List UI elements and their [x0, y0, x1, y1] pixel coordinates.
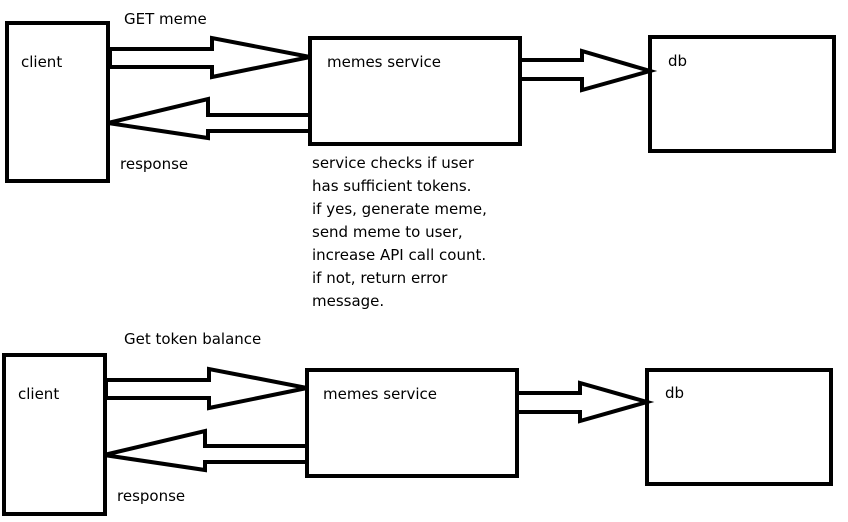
note-line: increase API call count.: [312, 246, 487, 264]
memes-service-box-2: [305, 368, 519, 478]
client-label-1: client: [21, 53, 63, 71]
memes-service-box-1: [308, 36, 522, 146]
note-line: has sufficient tokens.: [312, 177, 472, 195]
memes-service-label-2: memes service: [323, 385, 437, 403]
note-line: if yes, generate meme,: [312, 200, 487, 218]
note-line: message.: [312, 292, 385, 310]
db-label-1: db: [668, 52, 688, 70]
db-box-2: [645, 368, 833, 486]
db-label-2: db: [665, 384, 685, 402]
client-label-2: client: [18, 385, 60, 403]
request-label-1: GET meme: [124, 10, 207, 28]
db-box-1: [648, 35, 836, 153]
note-line: send meme to user,: [312, 223, 463, 241]
db-arrow-1: [520, 48, 658, 93]
response-arrow-1: [107, 96, 310, 141]
response-label-1: response: [120, 155, 189, 173]
memes-service-label-1: memes service: [327, 53, 441, 71]
response-arrow-2: [103, 428, 307, 473]
note-line: service checks if user: [312, 154, 474, 172]
request-label-2: Get token balance: [124, 330, 262, 348]
client-box-2: [2, 353, 107, 516]
service-logic-note: service checks if user has sufficient to…: [312, 152, 487, 313]
request-arrow-2: [104, 366, 308, 411]
request-arrow-1: [108, 35, 311, 80]
client-box-1: [5, 21, 110, 183]
db-arrow-2: [517, 380, 655, 424]
response-label-2: response: [117, 487, 186, 505]
note-line: if not, return error: [312, 269, 448, 287]
